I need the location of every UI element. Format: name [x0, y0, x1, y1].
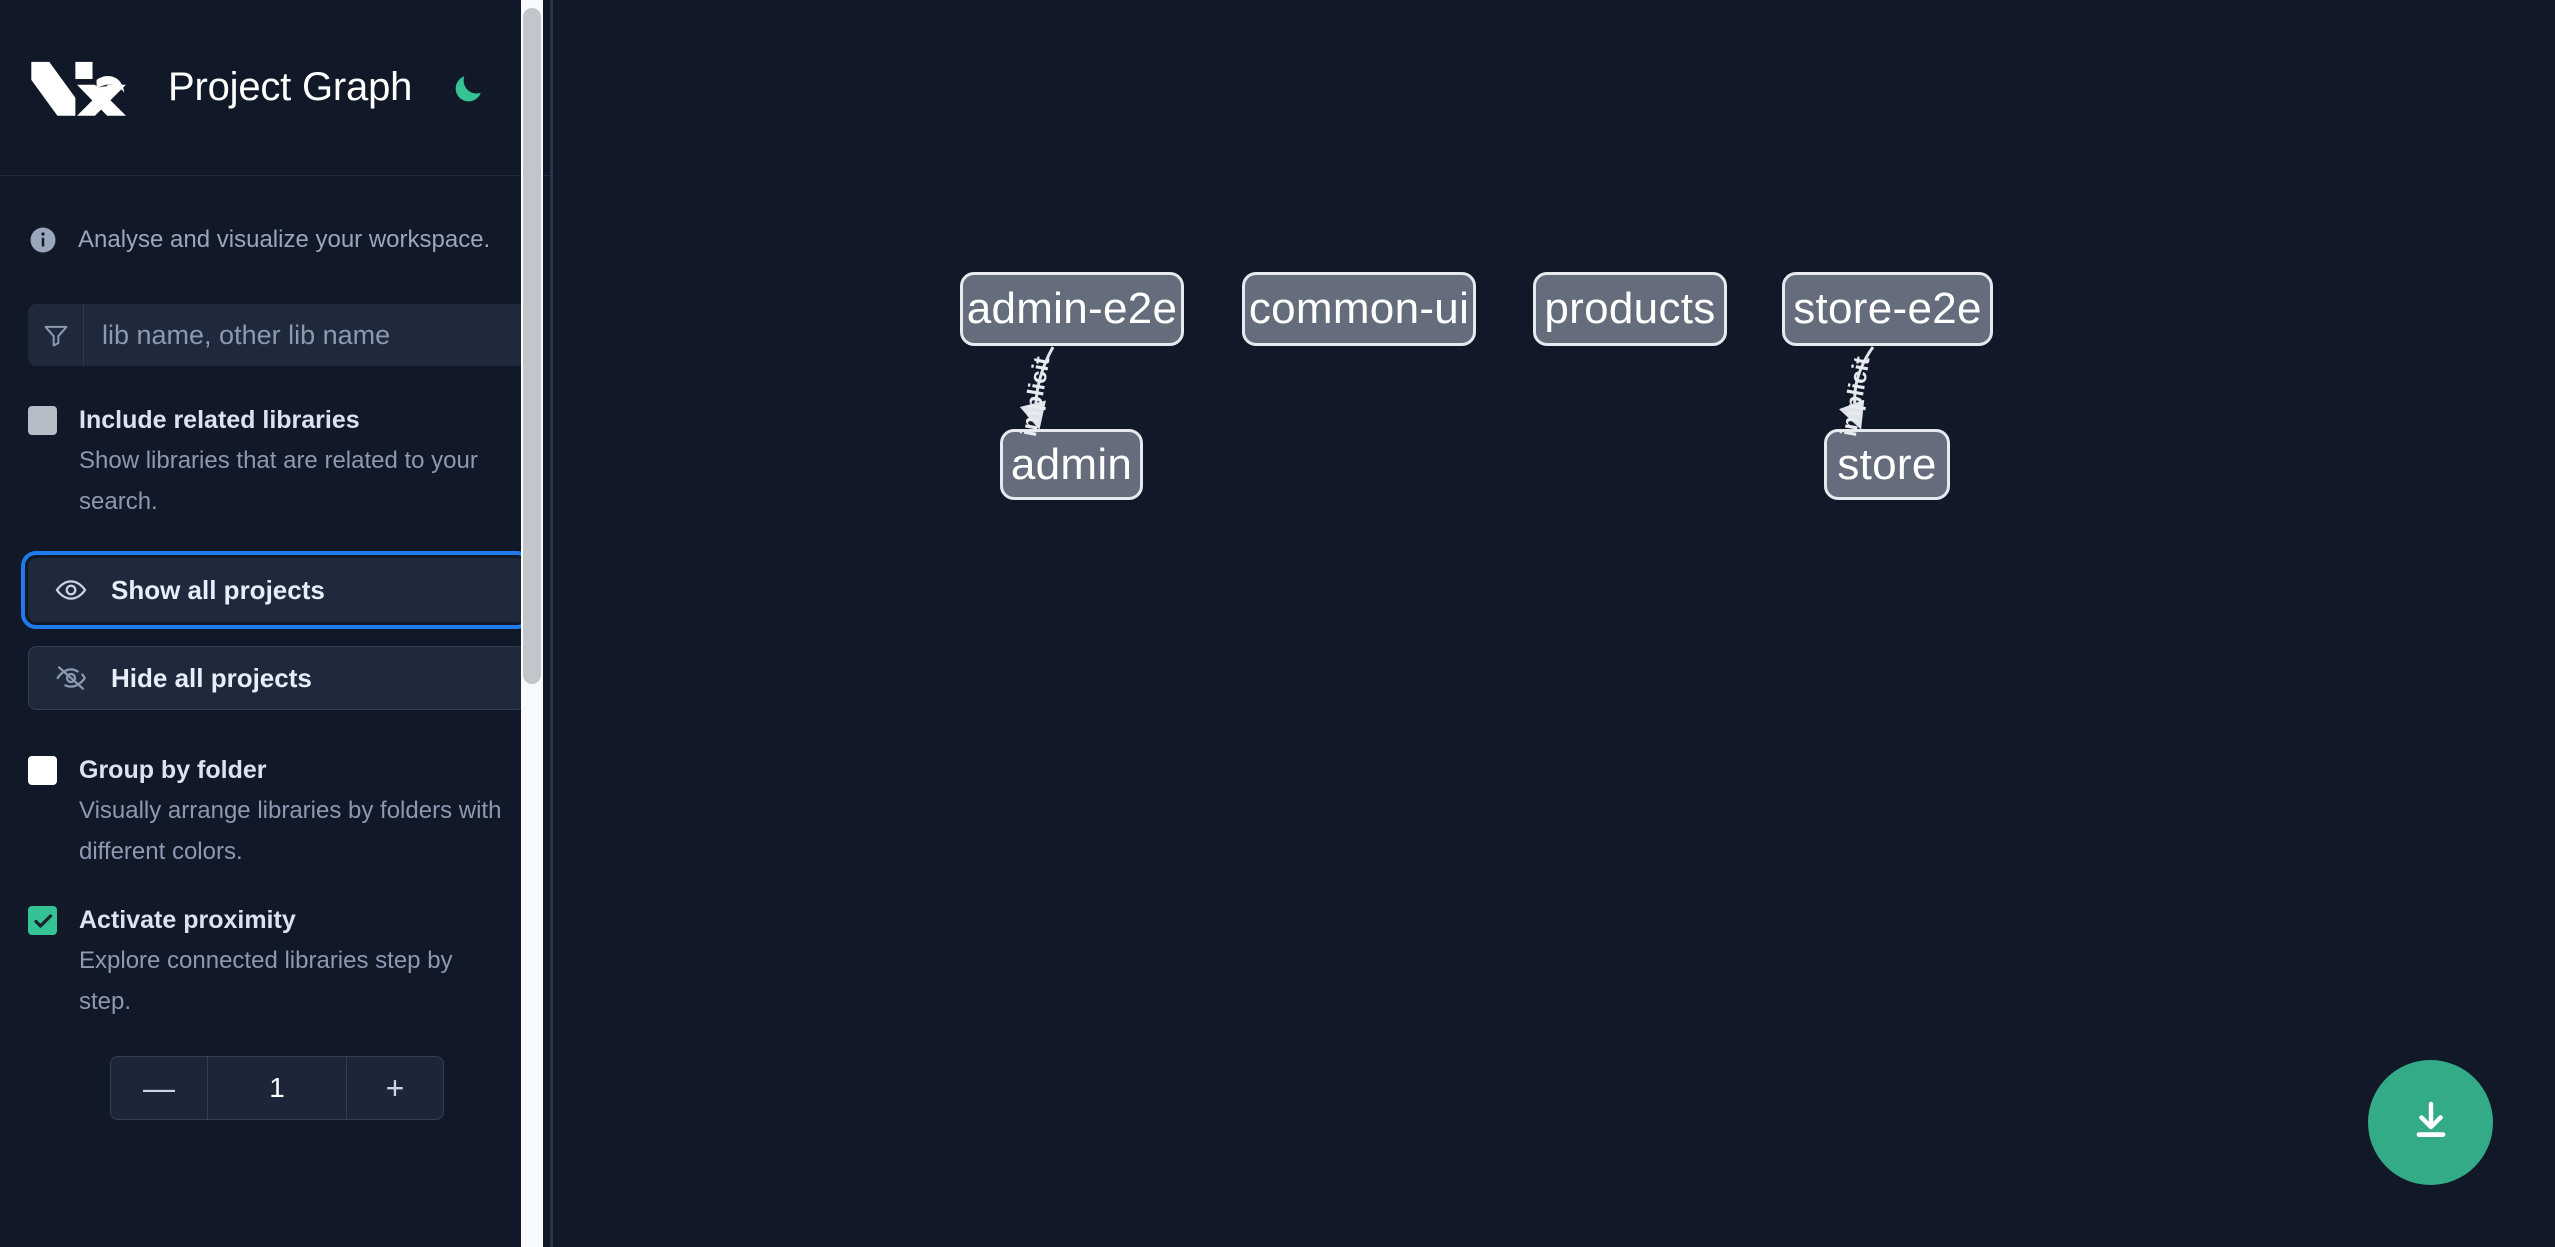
checkbox-group-by-folder[interactable]: [28, 756, 57, 785]
graph-node-products[interactable]: products: [1533, 272, 1727, 346]
proximity-decrement-button[interactable]: —: [111, 1057, 208, 1119]
proximity-value: 1: [269, 1072, 285, 1103]
option-label: Include related libraries: [79, 406, 360, 434]
sidebar-description: Analyse and visualize your workspace.: [0, 176, 553, 268]
graph-node-admin[interactable]: admin: [1000, 429, 1143, 500]
show-all-projects-button[interactable]: Show all projects: [21, 551, 532, 629]
graph-node-store[interactable]: store: [1824, 429, 1950, 500]
checkbox-include-related-libraries[interactable]: [28, 406, 57, 435]
graph-node-admin-e2e[interactable]: admin-e2e: [960, 272, 1184, 346]
option-body: Include related libraries Show libraries…: [79, 402, 509, 522]
download-icon: [2407, 1097, 2455, 1148]
proximity-stepper[interactable]: — 1 +: [110, 1056, 444, 1120]
sidebar-scrollbar-thumb[interactable]: [523, 8, 541, 684]
info-icon: [28, 225, 58, 255]
option-description: Show libraries that are related to your …: [79, 447, 478, 515]
graph-canvas[interactable]: admin-e2e common-ui products store-e2e a…: [553, 0, 2555, 1247]
eye-icon: [55, 573, 89, 607]
search-field-wrapper[interactable]: [28, 304, 525, 366]
search-input[interactable]: [84, 304, 525, 366]
show-all-projects-label: Show all projects: [111, 574, 325, 605]
sidebar-scrollbar[interactable]: [521, 0, 543, 1247]
edge-label-store-implicit: implicit: [1834, 354, 1875, 439]
page-title: Project Graph: [168, 65, 413, 109]
graph-node-label: common-ui: [1248, 284, 1470, 333]
proximity-increment-button[interactable]: +: [346, 1057, 443, 1119]
moon-icon[interactable]: [450, 70, 486, 106]
eye-off-icon: [55, 661, 89, 695]
option-label: Activate proximity: [79, 906, 296, 934]
graph-node-common-ui[interactable]: common-ui: [1242, 272, 1476, 346]
nx-logo-icon: [28, 57, 126, 119]
graph-node-label: admin-e2e: [966, 284, 1178, 333]
option-label: Group by folder: [79, 756, 267, 784]
sidebar-divider: [550, 0, 553, 1247]
option-description: Visually arrange libraries by folders wi…: [79, 797, 502, 865]
download-button[interactable]: [2368, 1060, 2493, 1185]
sidebar: Project Graph Analyse and visualize yo: [0, 0, 553, 1247]
option-body: Activate proximity Explore connected lib…: [79, 902, 509, 1022]
graph-node-label: store-e2e: [1793, 284, 1982, 333]
sidebar-description-text: Analyse and visualize your workspace.: [78, 226, 491, 253]
edge-label-admin-implicit: implicit: [1014, 354, 1055, 439]
hide-all-projects-button[interactable]: Hide all projects: [28, 646, 525, 710]
option-activate-proximity[interactable]: Activate proximity Explore connected lib…: [0, 902, 553, 1022]
option-group-by-folder[interactable]: Group by folder Visually arrange librari…: [0, 752, 553, 872]
graph-node-label: store: [1837, 439, 1937, 489]
option-body: Group by folder Visually arrange librari…: [79, 752, 509, 872]
filter-funnel-icon: [28, 304, 84, 366]
option-description: Explore connected libraries step by step…: [79, 947, 453, 1015]
checkbox-activate-proximity[interactable]: [28, 906, 57, 935]
hide-all-projects-label: Hide all projects: [111, 662, 312, 693]
option-include-related-libraries[interactable]: Include related libraries Show libraries…: [0, 402, 553, 522]
sidebar-header: Project Graph: [0, 0, 553, 176]
graph-node-store-e2e[interactable]: store-e2e: [1782, 272, 1993, 346]
graph-node-label: products: [1544, 284, 1716, 333]
graph-edges: [1019, 346, 1875, 430]
graph-node-label: admin: [1010, 439, 1133, 489]
